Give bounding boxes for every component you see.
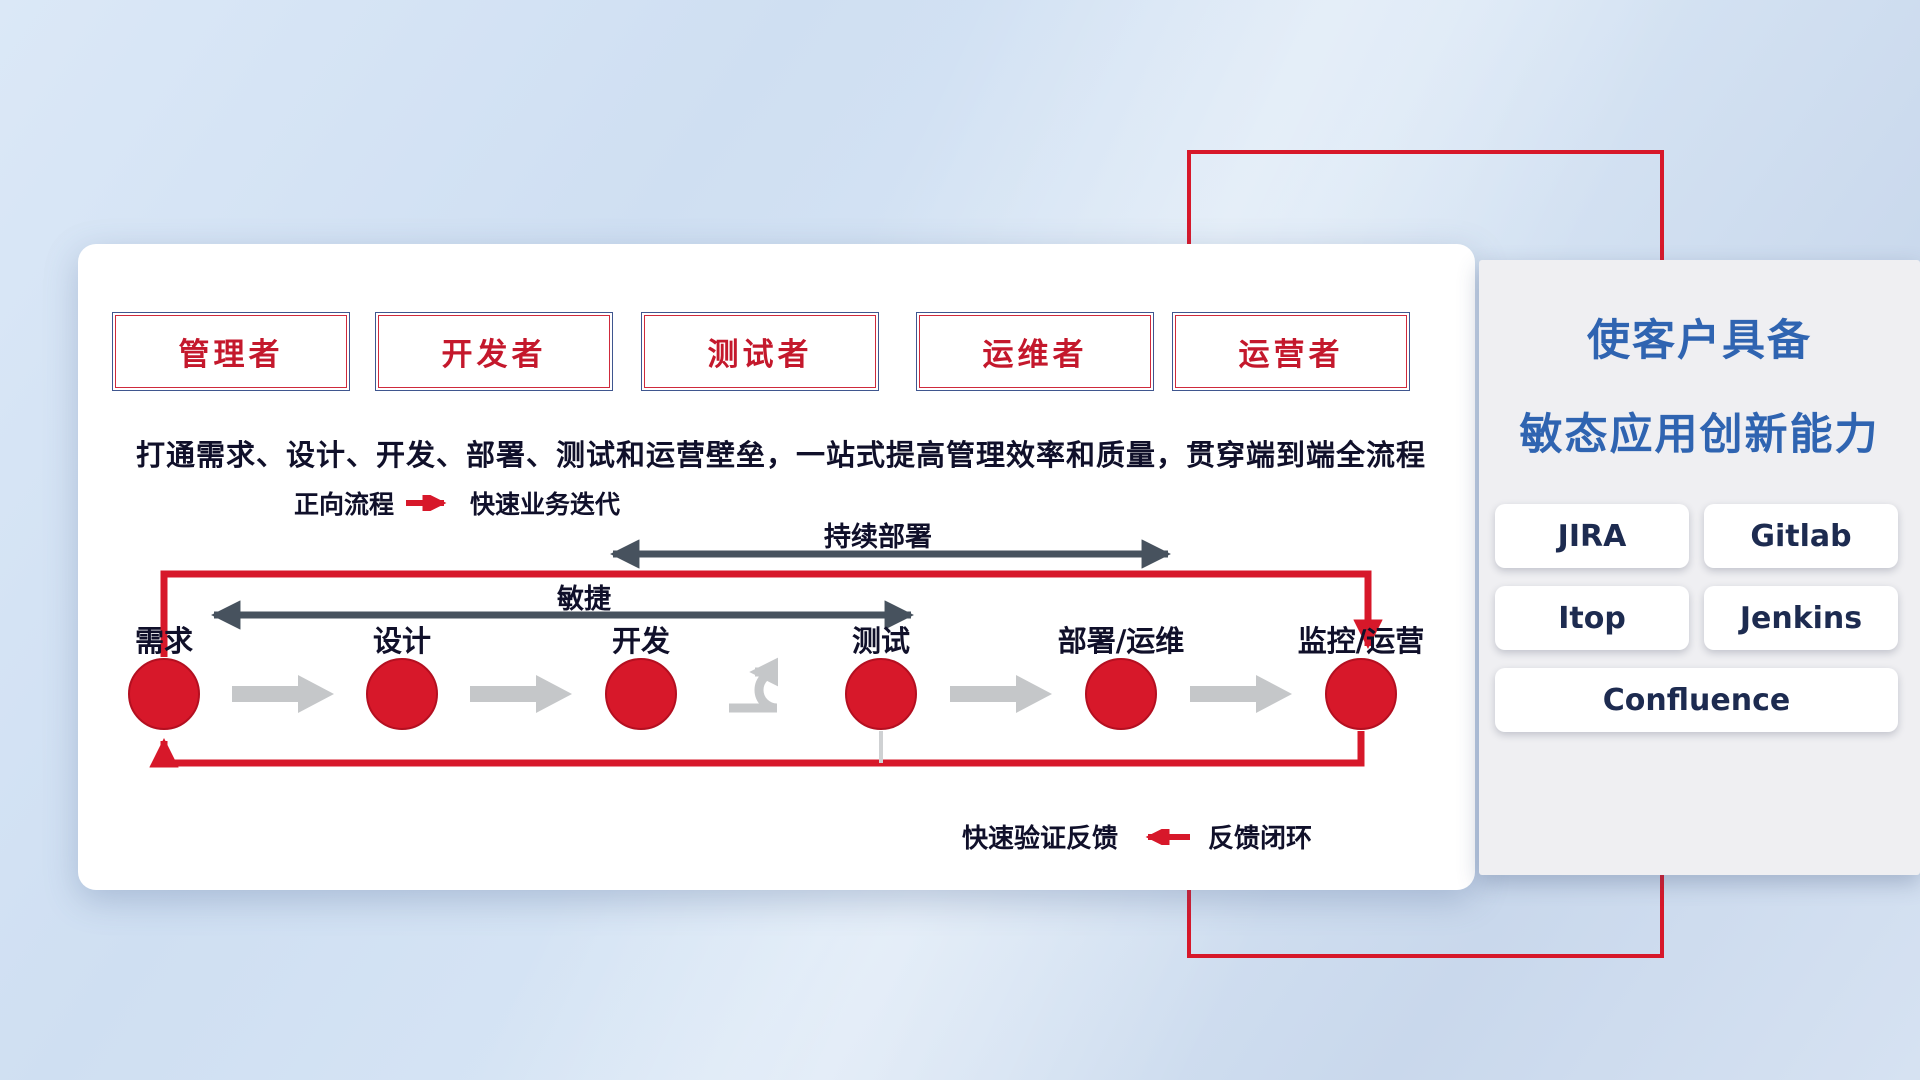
panel-title-line1: 使客户具备 — [1587, 316, 1812, 366]
role-box-tester: 测试者 — [641, 312, 879, 391]
tool-chip-gitlab: Gitlab — [1704, 504, 1898, 568]
legend-forward-label: 正向流程 — [294, 490, 395, 519]
stage-circle-test — [845, 658, 917, 730]
role-label: 管理者 — [178, 337, 284, 373]
stage-circle-design — [366, 658, 438, 730]
role-label: 开发者 — [441, 337, 547, 373]
capability-panel: 使客户具备 敏态应用创新能力 JIRA Gitlab Itop Jenkins … — [1479, 260, 1920, 875]
tool-chip-itop: Itop — [1495, 586, 1689, 650]
flow-arrow-3 — [950, 675, 1052, 713]
feedback-loop-line — [149, 731, 1365, 768]
stage-label-deploy-ops: 部署/运维 — [1057, 624, 1185, 658]
iteration-loop-icon — [729, 657, 779, 713]
forward-loop-line — [160, 570, 1383, 657]
flow-arrow-4 — [1190, 675, 1292, 713]
legend-forward: 正向流程 快速业务迭代 — [294, 485, 620, 521]
stage-circle-deploy-ops — [1085, 658, 1157, 730]
stage-circle-requirement — [128, 658, 200, 730]
stage-label-monitor: 监控/运营 — [1297, 624, 1425, 658]
tool-chip-jira: JIRA — [1495, 504, 1689, 568]
devops-flow-panel: 管理者 开发者 测试者 运维者 运营者 打通需求、设计、开发、部署、测试和运营壁… — [78, 244, 1475, 890]
role-box-operator: 运营者 — [1172, 312, 1410, 391]
legend-forward-desc: 快速业务迭代 — [470, 490, 621, 519]
legend-feedback: 快速验证反馈 反馈闭环 — [962, 818, 1312, 855]
role-label: 运营者 — [1238, 337, 1344, 373]
stage-label-design: 设计 — [372, 624, 432, 658]
flow-diagram-canvas — [128, 539, 1397, 768]
role-box-ops: 运维者 — [916, 312, 1154, 391]
panel-title-line2: 敏态应用创新能力 — [1519, 410, 1880, 460]
tools-grid: JIRA Gitlab Itop Jenkins Confluence — [1495, 504, 1898, 732]
role-label: 运维者 — [982, 337, 1088, 373]
feedback-fast-label: 快速验证反馈 — [962, 824, 1119, 854]
tool-chip-confluence: Confluence — [1495, 668, 1898, 732]
flow-arrow-1 — [232, 675, 334, 713]
feedback-arrow-icon — [1145, 828, 1191, 845]
forward-arrow-icon — [406, 495, 447, 511]
role-box-developer: 开发者 — [375, 312, 613, 391]
role-box-manager: 管理者 — [112, 312, 350, 391]
stage-circle-develop — [605, 658, 677, 730]
role-boxes-row: 管理者 开发者 测试者 运维者 运营者 — [78, 312, 1475, 392]
role-label: 测试者 — [707, 337, 813, 373]
flow-arrow-2 — [470, 675, 572, 713]
tool-chip-jenkins: Jenkins — [1704, 586, 1898, 650]
stage-circle-monitor — [1325, 658, 1397, 730]
agile-label: 敏捷 — [557, 584, 611, 615]
stage-label-requirement: 需求 — [134, 624, 194, 658]
feedback-loop-label: 反馈闭环 — [1208, 824, 1313, 854]
headline-text: 打通需求、设计、开发、部署、测试和运营壁垒，一站式提高管理效率和质量，贯穿端到端… — [136, 438, 1427, 472]
continuous-deployment-label: 持续部署 — [824, 522, 932, 553]
stage-label-develop: 开发 — [611, 624, 671, 658]
stage-label-test: 测试 — [851, 624, 911, 658]
